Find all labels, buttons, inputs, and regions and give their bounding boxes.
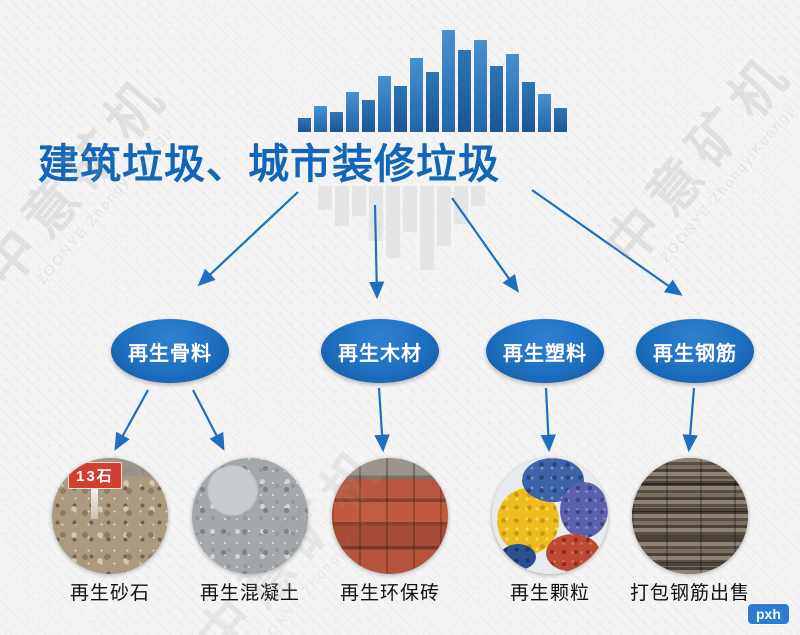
skyline-bar bbox=[403, 186, 417, 232]
product-label-sand-gravel: 再生砂石 bbox=[69, 583, 150, 604]
skyline-bar bbox=[394, 86, 407, 132]
skyline-bar bbox=[335, 186, 349, 226]
category-ellipse-rebar: 再生钢筋 bbox=[636, 319, 754, 383]
skyline-bar bbox=[298, 118, 311, 132]
skyline-bar bbox=[378, 76, 391, 132]
pxh-badge: pxh bbox=[747, 603, 790, 625]
product-label-packed-rebar: 打包钢筋出售 bbox=[629, 583, 750, 604]
skyline-bar bbox=[506, 54, 519, 132]
category-ellipse-wood: 再生木材 bbox=[321, 319, 439, 383]
gravel-sign: 13石 bbox=[68, 462, 122, 519]
page-title: 建筑垃圾、城市装修垃圾 bbox=[38, 141, 500, 187]
skyline-bar bbox=[420, 186, 434, 270]
city-skyline-graphic bbox=[298, 28, 567, 132]
category-label: 再生塑料 bbox=[503, 342, 587, 365]
category-label: 再生木材 bbox=[338, 342, 422, 365]
gravel-sign-text: 13石 bbox=[68, 462, 122, 489]
skyline-bar bbox=[410, 58, 423, 132]
photo-recycled-concrete bbox=[192, 458, 308, 574]
rebar-texture bbox=[632, 458, 748, 574]
skyline-bar bbox=[314, 106, 327, 132]
skyline-bar bbox=[490, 66, 503, 132]
category-label: 再生钢筋 bbox=[653, 342, 737, 365]
category-label: 再生骨料 bbox=[128, 342, 212, 365]
skyline-bar bbox=[471, 186, 485, 206]
skyline-bar bbox=[554, 108, 567, 132]
concrete-texture bbox=[192, 458, 308, 574]
pellet-blob-red bbox=[546, 534, 600, 572]
category-ellipse-plastic: 再生塑料 bbox=[486, 319, 604, 383]
skyline-bar bbox=[318, 186, 332, 210]
skyline-bar bbox=[352, 186, 366, 216]
pellet-blob-yellow bbox=[497, 488, 559, 554]
skyline-bar bbox=[386, 186, 400, 258]
pellets-texture bbox=[492, 458, 608, 574]
skyline-bar bbox=[538, 94, 551, 132]
photo-recycled-pellets bbox=[492, 458, 608, 574]
skyline-bar bbox=[362, 100, 375, 132]
skyline-bar bbox=[426, 72, 439, 132]
product-label-pellets: 再生颗粒 bbox=[509, 583, 590, 604]
product-label-concrete: 再生混凝土 bbox=[199, 583, 300, 604]
photo-packed-rebar bbox=[632, 458, 748, 574]
photo-recycled-eco-bricks bbox=[332, 458, 448, 574]
category-ellipse-aggregate: 再生骨料 bbox=[111, 319, 229, 383]
bricks-texture bbox=[332, 458, 448, 574]
skyline-bar bbox=[458, 50, 471, 132]
product-label-eco-bricks: 再生环保砖 bbox=[339, 583, 440, 604]
pellet-blob-violet bbox=[560, 482, 608, 538]
pellet-blob-navy bbox=[500, 544, 536, 570]
gravel-sign-post bbox=[91, 489, 99, 519]
skyline-bar bbox=[437, 186, 451, 246]
skyline-bar bbox=[330, 112, 343, 132]
skyline-bar bbox=[346, 92, 359, 132]
skyline-bar bbox=[474, 40, 487, 132]
photo-recycled-sand-gravel: 13石 bbox=[52, 458, 168, 574]
skyline-bar bbox=[522, 82, 535, 132]
skyline-bar bbox=[442, 30, 455, 132]
